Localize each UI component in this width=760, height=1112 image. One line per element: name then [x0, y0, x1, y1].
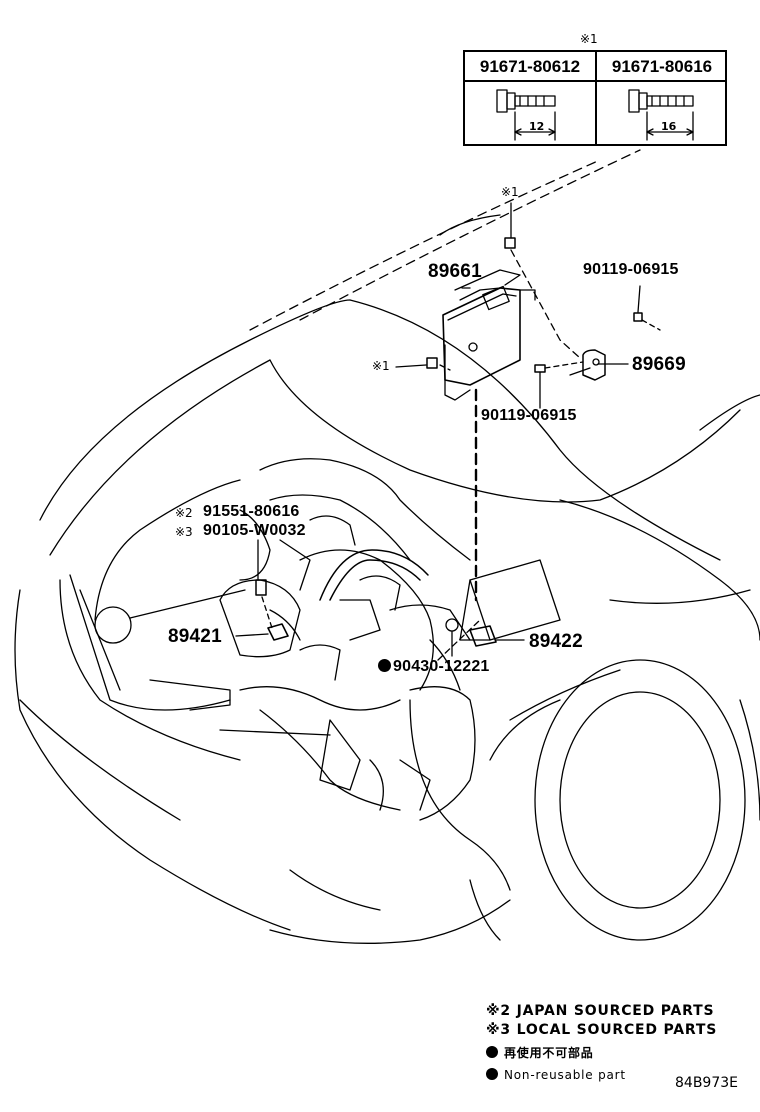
legend-japan: ※2 JAPAN SOURCED PARTS	[486, 1003, 715, 1019]
legend-dot-icon	[486, 1046, 498, 1058]
label-bracket[interactable]: 89669	[632, 354, 686, 375]
bolt-length-1: 12	[529, 120, 545, 133]
legend-nonreusable-en: Non-reusable part	[486, 1068, 626, 1082]
label-bolt-japan[interactable]: 91551-80616	[203, 503, 300, 520]
mark-local: ※3	[175, 525, 193, 539]
legend-local: ※3 LOCAL SOURCED PARTS	[486, 1022, 718, 1038]
legend-nonreusable-jp-text: 再使用不可部品	[504, 1046, 594, 1060]
legend-nonreusable-en-text: Non-reusable part	[504, 1068, 626, 1082]
label-gasket[interactable]: 90430-12221	[378, 659, 490, 675]
bolt-table-mark: ※1	[580, 32, 598, 46]
label-bolt-lower[interactable]: 90119-06915	[481, 407, 577, 424]
mark-top: ※1	[501, 185, 519, 199]
legend-nonreusable-jp: 再使用不可部品	[486, 1046, 594, 1060]
figure-code: 84B973E	[675, 1075, 738, 1091]
mark-left: ※1	[372, 359, 390, 373]
legend-dot-icon	[486, 1068, 498, 1080]
label-ecu[interactable]: 89661	[428, 261, 482, 282]
bolt-length-2: 16	[661, 120, 677, 133]
label-sensor-left[interactable]: 89421	[168, 626, 222, 647]
label-bolt-upper[interactable]: 90119-06915	[583, 261, 679, 278]
label-gasket-text: 90430-12221	[393, 658, 490, 675]
bolt-part-no-1: 91671-80612	[465, 52, 595, 82]
mark-japan: ※2	[175, 506, 193, 520]
non-reusable-dot-icon	[378, 659, 391, 672]
bolt-table-divider	[595, 52, 597, 144]
label-sensor-right[interactable]: 89422	[529, 631, 583, 652]
label-bolt-local[interactable]: 90105-W0032	[203, 522, 306, 539]
bolt-table: 91671-80612 91671-80616 12 16	[463, 50, 727, 146]
bolt-part-no-2: 91671-80616	[597, 52, 727, 82]
